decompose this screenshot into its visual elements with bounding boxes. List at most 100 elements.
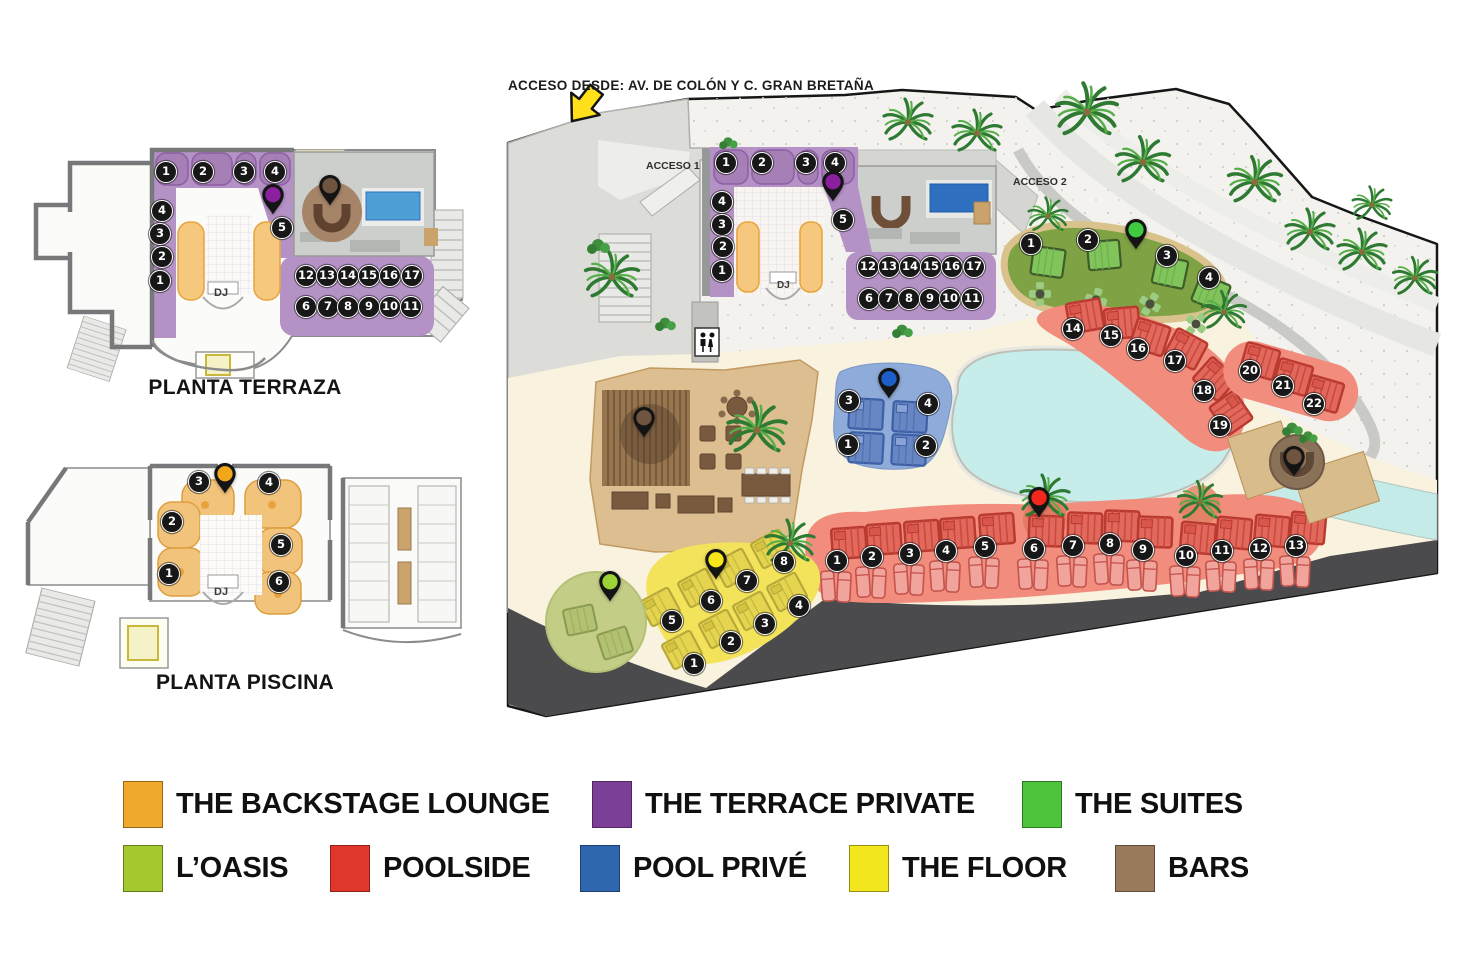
seat-marker[interactable]: 5: [271, 217, 293, 239]
seat-marker[interactable]: 8: [773, 551, 795, 573]
seat-marker[interactable]: 6: [295, 296, 317, 318]
seat-marker[interactable]: 15: [358, 265, 380, 287]
bar-pin[interactable]: [318, 174, 343, 212]
seat-marker[interactable]: 2: [192, 161, 214, 183]
seat-marker[interactable]: 14: [1062, 318, 1084, 340]
seat-marker[interactable]: 11: [961, 288, 983, 310]
floor-zone[interactable]: [638, 528, 821, 671]
seat-marker[interactable]: 17: [401, 265, 423, 287]
seat-marker[interactable]: 3: [1156, 245, 1178, 267]
seat-marker[interactable]: 7: [317, 296, 339, 318]
seat-marker[interactable]: 8: [337, 296, 359, 318]
seat-marker[interactable]: 4: [1198, 267, 1220, 289]
seat-marker[interactable]: 3: [711, 214, 733, 236]
seat-marker[interactable]: 17: [963, 256, 985, 278]
seat-marker[interactable]: 1: [155, 161, 177, 183]
seat-marker[interactable]: 16: [941, 256, 963, 278]
seat-marker[interactable]: 2: [1077, 229, 1099, 251]
seat-marker[interactable]: 18: [1193, 380, 1215, 402]
seat-marker[interactable]: 1: [826, 550, 848, 572]
seat-marker[interactable]: 16: [379, 265, 401, 287]
seat-marker[interactable]: 16: [1127, 338, 1149, 360]
seat-marker[interactable]: 6: [268, 571, 290, 593]
seat-marker[interactable]: 3: [899, 543, 921, 565]
seat-marker[interactable]: 2: [161, 511, 183, 533]
seat-marker[interactable]: 12: [857, 256, 879, 278]
seat-marker[interactable]: 9: [358, 296, 380, 318]
seat-marker[interactable]: 22: [1303, 393, 1325, 415]
seat-marker[interactable]: 15: [1100, 325, 1122, 347]
seat-marker[interactable]: 15: [920, 256, 942, 278]
suites-pin[interactable]: [1124, 218, 1149, 256]
seat-marker[interactable]: 1: [711, 260, 733, 282]
seat-marker[interactable]: 4: [711, 191, 733, 213]
seat-marker[interactable]: 10: [939, 288, 961, 310]
seat-marker[interactable]: 7: [878, 288, 900, 310]
restaurant-bar-pin[interactable]: [632, 406, 657, 444]
seat-marker[interactable]: 5: [661, 610, 683, 632]
terrace-private-pin[interactable]: [261, 183, 286, 221]
seat-marker[interactable]: 4: [935, 540, 957, 562]
seat-marker[interactable]: 4: [824, 152, 846, 174]
seat-marker[interactable]: 8: [898, 288, 920, 310]
terrace-private-pin[interactable]: [821, 170, 846, 208]
seat-marker[interactable]: 9: [919, 288, 941, 310]
seat-marker[interactable]: 3: [149, 223, 171, 245]
seat-marker[interactable]: 3: [233, 161, 255, 183]
oasis-zone[interactable]: [545, 571, 647, 673]
seat-marker[interactable]: 14: [337, 265, 359, 287]
seat-marker[interactable]: 2: [861, 546, 883, 568]
seat-marker[interactable]: 5: [270, 534, 292, 556]
backstage-lounge-pin[interactable]: [213, 462, 238, 500]
seat-marker[interactable]: 3: [795, 152, 817, 174]
seat-marker[interactable]: 21: [1272, 375, 1294, 397]
seat-marker[interactable]: 8: [1099, 533, 1121, 555]
seat-marker[interactable]: 3: [754, 613, 776, 635]
seat-marker[interactable]: 10: [379, 296, 401, 318]
terrace-bar[interactable]: [871, 196, 911, 230]
seat-marker[interactable]: 11: [1211, 540, 1233, 562]
seat-marker[interactable]: 10: [1175, 545, 1197, 567]
pool-prive-pin[interactable]: [877, 367, 902, 405]
seat-marker[interactable]: 5: [832, 209, 854, 231]
seat-marker[interactable]: 19: [1209, 415, 1231, 437]
seat-marker[interactable]: 2: [751, 152, 773, 174]
beach-bar[interactable]: [1226, 420, 1381, 525]
seat-marker[interactable]: 1: [715, 152, 737, 174]
seat-marker[interactable]: 7: [1062, 535, 1084, 557]
seat-marker[interactable]: 2: [151, 246, 173, 268]
seat-marker[interactable]: 20: [1239, 360, 1261, 382]
seat-marker[interactable]: 3: [188, 471, 210, 493]
seat-marker[interactable]: 4: [258, 472, 280, 494]
seat-marker[interactable]: 4: [264, 161, 286, 183]
seat-marker[interactable]: 17: [1164, 350, 1186, 372]
seat-marker[interactable]: 12: [295, 265, 317, 287]
seat-marker[interactable]: 13: [316, 265, 338, 287]
seat-marker[interactable]: 11: [400, 296, 422, 318]
oasis-pin[interactable]: [598, 570, 623, 608]
seat-marker[interactable]: 9: [1132, 539, 1154, 561]
poolside-pin[interactable]: [1027, 486, 1052, 524]
seat-marker[interactable]: 4: [151, 200, 173, 222]
seat-marker[interactable]: 4: [788, 595, 810, 617]
seat-marker[interactable]: 1: [149, 270, 171, 292]
seat-marker[interactable]: 1: [837, 434, 859, 456]
seat-marker[interactable]: 5: [974, 536, 996, 558]
seat-marker[interactable]: 6: [700, 590, 722, 612]
beach-bar-pin[interactable]: [1282, 445, 1307, 483]
seat-marker[interactable]: 7: [736, 570, 758, 592]
seat-marker[interactable]: 3: [838, 390, 860, 412]
seat-marker[interactable]: 4: [917, 393, 939, 415]
seat-marker[interactable]: 12: [1249, 538, 1271, 560]
seat-marker[interactable]: 14: [899, 256, 921, 278]
seat-marker[interactable]: 6: [1023, 538, 1045, 560]
seat-marker[interactable]: 1: [683, 653, 705, 675]
seat-marker[interactable]: 1: [1020, 233, 1042, 255]
poolside-upper-zone[interactable]: [1036, 297, 1255, 452]
restaurant-zone[interactable]: [589, 359, 819, 553]
seat-marker[interactable]: 6: [858, 288, 880, 310]
floor-pin[interactable]: [704, 548, 729, 586]
seat-marker[interactable]: 2: [915, 435, 937, 457]
seat-marker[interactable]: 2: [712, 236, 734, 258]
seat-marker[interactable]: 13: [1285, 535, 1307, 557]
